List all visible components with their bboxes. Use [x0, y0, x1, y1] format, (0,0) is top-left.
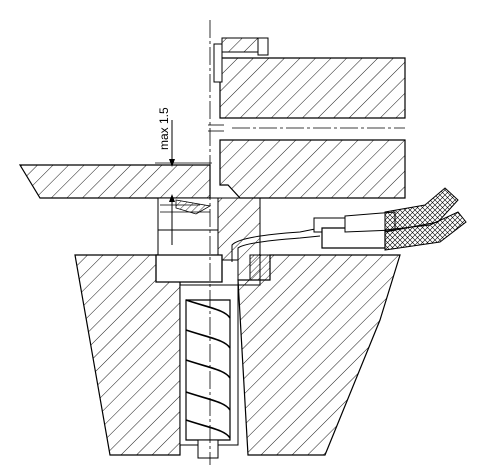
plunger	[185, 299, 231, 459]
left-plate	[18, 164, 211, 199]
cable-connector	[313, 211, 396, 249]
top-bracket	[213, 37, 269, 83]
braided-cable	[384, 187, 467, 251]
dimension-max-1-5: max 1.5	[155, 107, 212, 245]
sensor-head	[155, 197, 271, 286]
spring	[185, 299, 231, 439]
dimension-label: max 1.5	[157, 107, 171, 150]
upper-housing-block	[219, 57, 406, 199]
centerlines	[208, 20, 405, 465]
sensor-cable	[231, 227, 321, 262]
